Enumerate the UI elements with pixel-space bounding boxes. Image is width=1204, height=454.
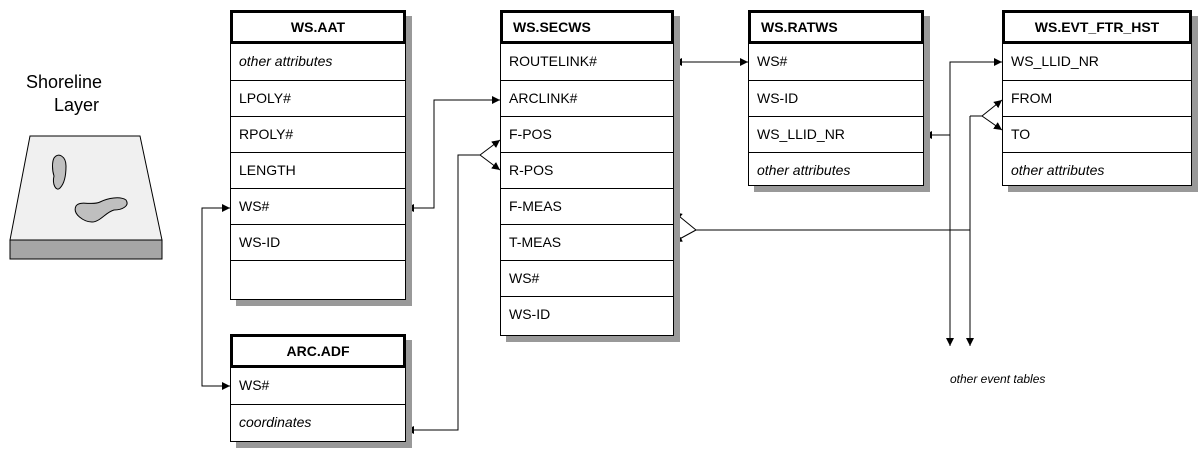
table-ws-ratws: WS.RATWS WS# WS-ID WS_LLID_NR other attr…: [748, 10, 930, 192]
table-title: WS.EVT_FTR_HST: [1002, 10, 1192, 44]
field-row: F-MEAS: [500, 188, 674, 224]
field-row: ROUTELINK#: [509, 53, 597, 69]
island-polygon: [52, 154, 67, 190]
field-row: TO: [1002, 116, 1192, 152]
field-row: WS_LLID_NR: [748, 116, 924, 152]
shoreline-label-line2: Layer: [54, 95, 100, 115]
field-row: other attributes: [748, 152, 924, 188]
fork-to-rpos: [479, 154, 501, 171]
link-coordinates-to-fpos-rpos: [406, 154, 480, 434]
fork-to-from: [981, 99, 1003, 117]
field-row: WS-ID: [230, 224, 406, 260]
field-row: F-POS: [500, 116, 674, 152]
field-row: WS#: [239, 377, 270, 393]
field-row: RPOLY#: [230, 116, 406, 152]
table-title: WS.AAT: [230, 10, 406, 44]
island-polygon: [74, 197, 128, 223]
table-title: WS.RATWS: [748, 10, 924, 44]
field-row: T-MEAS: [500, 224, 674, 260]
field-row: ARCLINK#: [500, 80, 674, 116]
map-base-side: [9, 239, 163, 260]
fork-to-fpos: [479, 139, 501, 156]
other-event-tables-note: other event tables: [950, 372, 1046, 386]
field-row: WS_LLID_NR: [1011, 53, 1099, 69]
field-row: WS#: [757, 53, 788, 69]
link-aat-ws-to-adf-ws: [201, 204, 230, 390]
link-aat-ws-to-arclink: [406, 96, 500, 212]
table-arc-adf: ARC.ADF WS# coordinates: [230, 334, 412, 448]
field-row: other attributes: [239, 53, 333, 69]
table-ws-evt-ftr-hst: WS.EVT_FTR_HST WS_LLID_NR FROM TO other …: [1002, 10, 1198, 192]
fork-to-to: [981, 115, 1003, 131]
field-row: WS-ID: [748, 80, 924, 116]
field-row: other attributes: [1002, 152, 1192, 188]
field-row: LENGTH: [230, 152, 406, 188]
link-ratws-llid-to-evt-llid: [924, 58, 1002, 139]
field-row: R-POS: [500, 152, 674, 188]
shoreline-label-line1: Shoreline: [26, 72, 103, 92]
table-ws-aat: WS.AAT other attributes LPOLY# RPOLY# LE…: [230, 10, 412, 306]
shoreline-layer-map: [9, 135, 163, 260]
field-row: WS#: [230, 188, 406, 224]
table-ws-secws: WS.SECWS ROUTELINK# ARCLINK# F-POS R-POS…: [500, 10, 680, 342]
field-row: [230, 260, 406, 296]
field-row: WS-ID: [500, 296, 674, 332]
field-row: FROM: [1002, 80, 1192, 116]
field-row: WS#: [500, 260, 674, 296]
table-title: ARC.ADF: [230, 334, 406, 368]
field-row: coordinates: [230, 404, 406, 440]
map-surface: [9, 135, 163, 241]
table-title: WS.SECWS: [500, 10, 674, 44]
field-row: LPOLY#: [230, 80, 406, 116]
